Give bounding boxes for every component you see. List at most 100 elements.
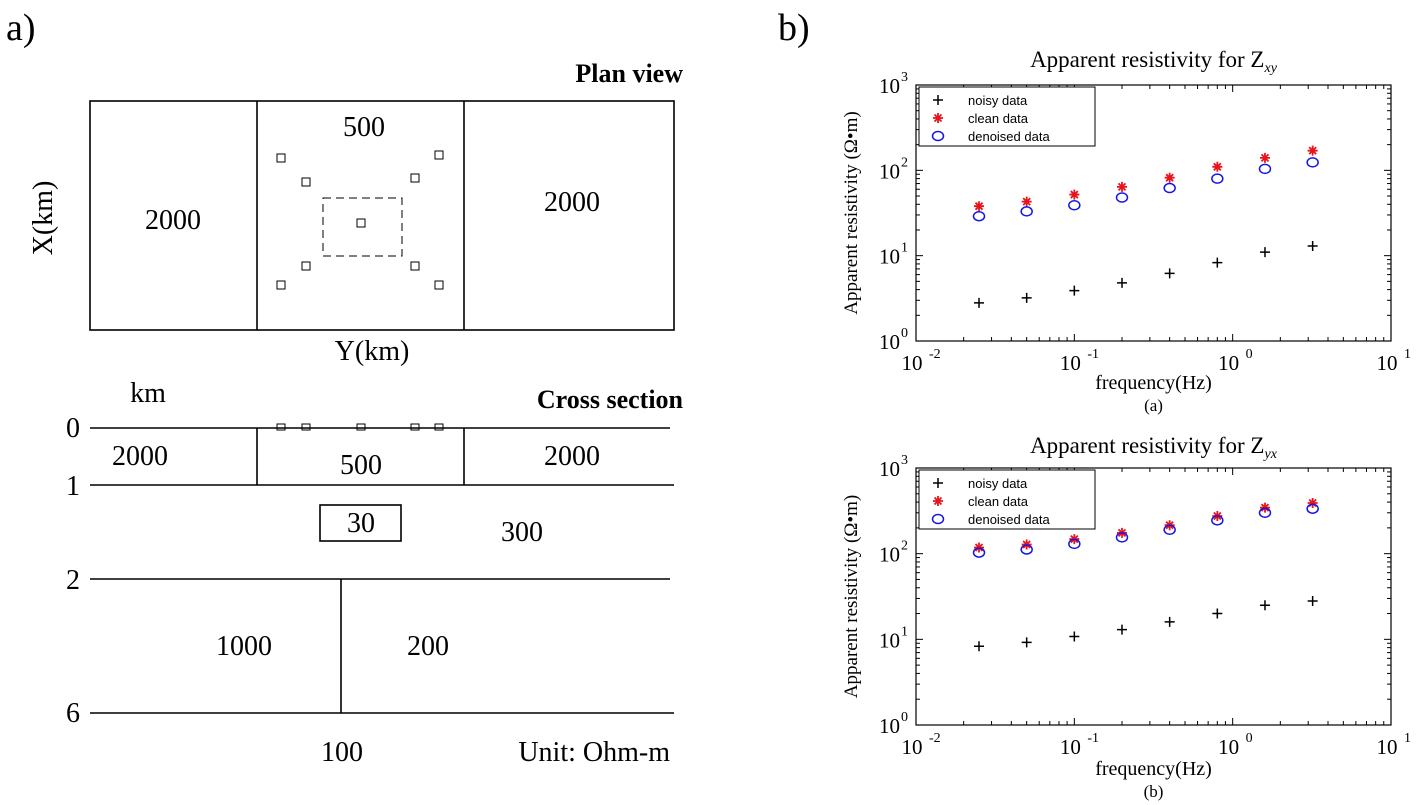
data-point-circle xyxy=(1068,538,1081,550)
depth-tick-0: 0 xyxy=(66,413,80,444)
data-point-star xyxy=(933,113,943,123)
anomaly-box xyxy=(319,504,402,542)
legend-label: denoised data xyxy=(968,512,1050,527)
y-tick-exponent: 3 xyxy=(901,453,908,468)
x-axis-label: frequency(Hz) xyxy=(1095,758,1212,780)
x-tick-exponent: 0 xyxy=(1246,347,1253,362)
chart-title: Apparent resistivity for Zyx xyxy=(1030,433,1278,462)
data-point-circle xyxy=(1020,544,1033,555)
x-km-axis-label: X(km) xyxy=(28,181,59,256)
station-marker xyxy=(410,423,420,431)
data-point-plus xyxy=(1164,616,1175,627)
legend-box xyxy=(918,469,1096,530)
x-tick-exponent: 0 xyxy=(1246,731,1253,746)
x-tick-label: 10 xyxy=(1218,735,1239,759)
data-point-circle xyxy=(931,130,945,142)
legend-label: denoised data xyxy=(968,129,1050,144)
surface-stations xyxy=(276,423,444,431)
layer2-resistivity: 300 xyxy=(501,517,543,548)
y-tick-label: 10 xyxy=(879,74,900,98)
plan-right-resistivity: 2000 xyxy=(544,187,600,218)
data-point-plus xyxy=(1212,257,1223,268)
data-point-star xyxy=(1117,181,1127,192)
depth-tick-2: 2 xyxy=(66,565,80,596)
x-tick-exponent: -2 xyxy=(929,347,941,362)
data-point-plus xyxy=(1307,596,1318,607)
plot-area-frame xyxy=(915,467,1392,726)
bottom-left-resistivity: 1000 xyxy=(216,631,272,662)
legend-label: noisy data xyxy=(968,476,1028,491)
chart-legend: noisy data clean data denoised data xyxy=(918,86,1096,147)
data-point-circle xyxy=(1306,503,1319,514)
x-tick-exponent: 1 xyxy=(1404,347,1411,362)
unit-note: Unit: Ohm-m xyxy=(518,737,670,768)
data-point-circle xyxy=(1211,173,1224,184)
y-km-axis-label: Y(km) xyxy=(335,336,410,367)
station-marker xyxy=(301,177,311,187)
series-noisy-data xyxy=(974,240,1318,308)
anomaly-outline-dashed xyxy=(322,197,403,257)
top-center-resistivity: 500 xyxy=(340,450,382,481)
y-tick-label: 10 xyxy=(879,330,900,354)
y-tick-label: 10 xyxy=(879,628,900,652)
y-tick-label: 10 xyxy=(879,245,900,269)
y-tick-exponent: 1 xyxy=(901,241,908,256)
data-point-plus xyxy=(1259,600,1270,611)
data-point-plus xyxy=(1117,624,1127,635)
cross-section-title: Cross section xyxy=(537,385,684,414)
y-tick-exponent: 0 xyxy=(901,326,908,341)
y-axis-label: Apparent resistivity (Ω•m) xyxy=(841,111,862,314)
legend-label: clean data xyxy=(968,111,1029,126)
data-point-plus xyxy=(1212,608,1223,619)
y-tick-label: 10 xyxy=(879,159,900,183)
y-tick-label: 10 xyxy=(879,457,900,481)
data-point-circle xyxy=(1163,524,1176,536)
data-point-plus xyxy=(1307,240,1318,251)
data-point-circle xyxy=(1068,199,1081,211)
anomaly-resistivity: 30 xyxy=(347,508,375,539)
y-tick-label: 10 xyxy=(879,714,900,738)
legend-box xyxy=(918,86,1096,147)
station-marker xyxy=(301,423,311,431)
data-point-plus xyxy=(1021,292,1032,303)
y-axis-label: Apparent resistivity (Ω•m) xyxy=(841,495,862,698)
data-point-circle xyxy=(1211,515,1224,526)
panel-b-label: b) xyxy=(778,7,810,49)
y-tick-exponent: 0 xyxy=(901,710,908,725)
x-tick-exponent: -2 xyxy=(929,731,941,746)
panel-a-label: a) xyxy=(6,7,36,49)
x-tick-label: 10 xyxy=(1060,351,1081,375)
chart-title-text: Apparent resistivity for Z xyxy=(1030,433,1264,458)
data-point-circle xyxy=(1258,163,1272,175)
plot-area-frame xyxy=(915,84,1392,342)
depth-unit-label: km xyxy=(130,378,166,409)
y-tick-exponent: 3 xyxy=(901,70,908,85)
y-tick-exponent: 2 xyxy=(901,155,908,170)
y-tick-exponent: 1 xyxy=(901,624,908,639)
data-point-plus xyxy=(933,95,943,105)
x-tick-label: 10 xyxy=(1060,735,1081,759)
legend-label: clean data xyxy=(968,494,1029,509)
data-point-circle xyxy=(1115,192,1129,203)
data-point-star xyxy=(1021,196,1032,207)
plan-view-title: Plan view xyxy=(575,59,683,88)
legend-label: noisy data xyxy=(968,93,1028,108)
y-tick-exponent: 2 xyxy=(901,539,908,554)
data-point-plus xyxy=(1021,637,1032,648)
x-tick-exponent: -1 xyxy=(1087,731,1099,746)
chart-caption: (a) xyxy=(1144,396,1163,415)
basement-resistivity: 100 xyxy=(321,737,363,768)
station-marker xyxy=(434,423,444,431)
x-tick-label: 10 xyxy=(902,351,923,375)
station-marker xyxy=(301,261,311,271)
data-point-circle xyxy=(972,210,986,222)
plan-view-box xyxy=(89,100,675,331)
station-marker xyxy=(276,153,286,163)
x-tick-exponent: 1 xyxy=(1404,731,1411,746)
bottom-right-resistivity: 200 xyxy=(407,631,449,662)
series-noisy-data xyxy=(974,596,1318,652)
data-point-plus xyxy=(933,478,943,488)
